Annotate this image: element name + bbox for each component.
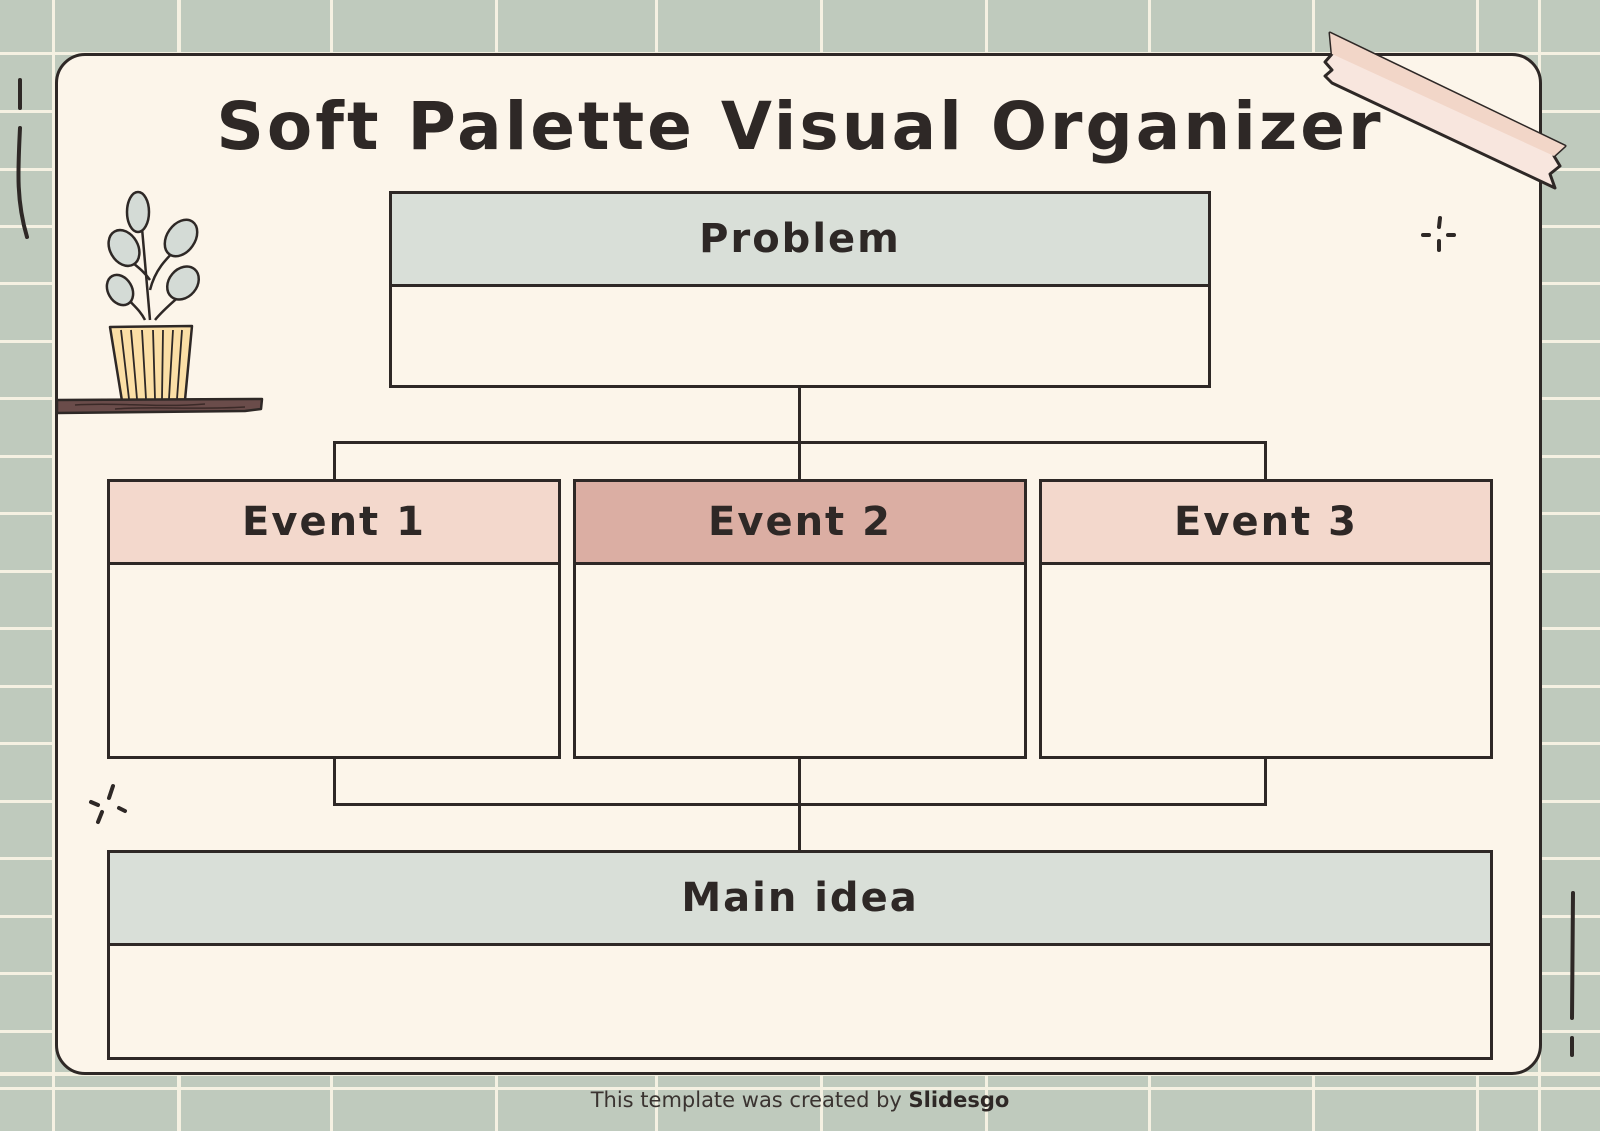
footer-credit: This template was created by Slidesgo	[0, 1088, 1600, 1112]
sparkle-icon	[1421, 216, 1456, 252]
event-1-box: Event 1	[107, 479, 561, 759]
event-3-content-area[interactable]	[1042, 565, 1490, 756]
event-3-header: Event 3	[1042, 482, 1490, 565]
event-1-content-area[interactable]	[110, 565, 558, 756]
connector-line	[333, 441, 336, 480]
connector-line	[1264, 758, 1267, 806]
event-2-box: Event 2	[573, 479, 1027, 759]
main-idea-label: Main idea	[681, 875, 919, 921]
connector-line	[333, 441, 1267, 444]
main-idea-content-area[interactable]	[110, 946, 1490, 1057]
event-1-label: Event 1	[242, 499, 426, 545]
main-idea-box: Main idea	[107, 850, 1493, 1060]
event-3-label: Event 3	[1174, 499, 1358, 545]
main-idea-header: Main idea	[110, 853, 1490, 946]
connector-line	[333, 758, 336, 806]
footer-brand-link[interactable]: Slidesgo	[908, 1088, 1010, 1112]
problem-label: Problem	[699, 216, 901, 262]
event-1-header: Event 1	[110, 482, 558, 565]
connector-line	[333, 803, 1267, 806]
connector-line	[1264, 441, 1267, 480]
sparkle-icon	[89, 784, 127, 824]
problem-header: Problem	[392, 194, 1208, 287]
problem-content-area[interactable]	[392, 287, 1208, 385]
event-2-label: Event 2	[708, 499, 892, 545]
event-2-header: Event 2	[576, 482, 1024, 565]
doodle-lines-right-icon	[1570, 891, 1575, 1057]
connector-line	[798, 387, 801, 480]
footer-prefix: This template was created by	[590, 1088, 909, 1112]
potted-plant-icon	[55, 190, 264, 415]
doodle-lines-left-icon	[16, 78, 29, 239]
slide-title: Soft Palette Visual Organizer	[216, 88, 1384, 165]
washi-tape-icon	[1323, 31, 1567, 190]
event-2-content-area[interactable]	[576, 565, 1024, 756]
problem-box: Problem	[389, 191, 1211, 388]
event-3-box: Event 3	[1039, 479, 1493, 759]
